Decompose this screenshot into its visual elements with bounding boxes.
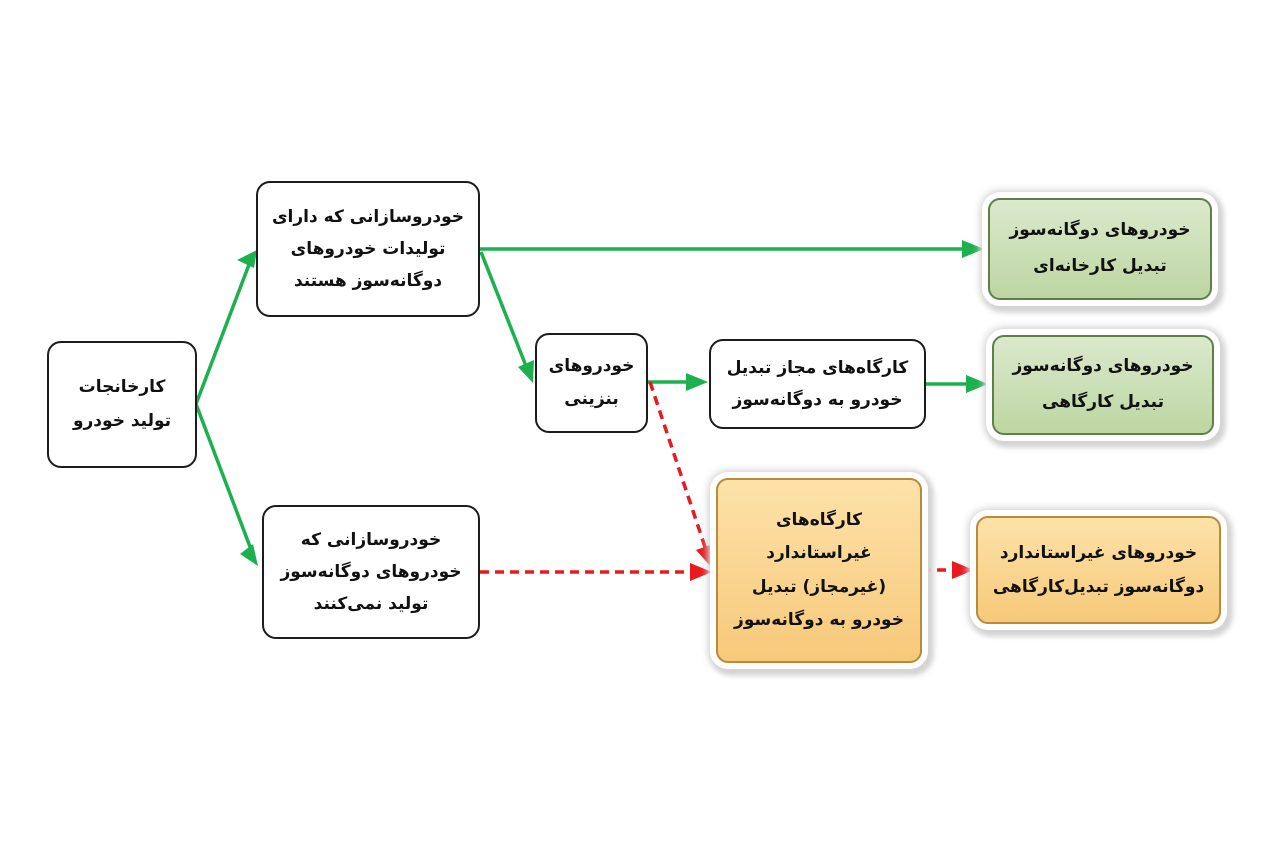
node-factories-line-1: کارخانجات xyxy=(78,377,166,398)
node-factory-converted: خودروهای دوگانه‌سوز تبدیل کارخانه‌ای xyxy=(988,198,1212,300)
node-makers-with-dual-line-2: تولیدات خودروهای xyxy=(290,238,446,259)
node-nonstandard-converted: خودروهای غیراستاندارد دوگانه‌سوز تبدیل‌ک… xyxy=(976,516,1221,624)
node-gasoline-cars: خودروهای بنزینی xyxy=(535,333,648,433)
node-makers-with-dual-line-3: دوگانه‌سوز هستند xyxy=(293,271,443,292)
node-makers-without-dual: خودروسازانی که خودروهای دوگانه‌سوز تولید… xyxy=(262,505,480,639)
arrow-makers-with-dual-to-factory-converted xyxy=(480,240,984,258)
node-makers-without-dual-line-1: خودروسازانی که xyxy=(300,529,442,550)
node-nonstandard-converted-line-2: دوگانه‌سوز تبدیل‌کارگاهی xyxy=(992,577,1205,597)
node-makers-without-dual-line-3: تولید نمی‌کنند xyxy=(313,594,429,615)
node-licensed-workshops: کارگاه‌های مجاز تبدیل خودرو به دوگانه‌سو… xyxy=(709,339,926,429)
arrow-factories-to-makers-without-dual xyxy=(194,403,258,566)
node-workshop-converted: خودروهای دوگانه‌سوز تبدیل کارگاهی xyxy=(992,335,1214,435)
node-nonstandard-converted-line-1: خودروهای غیراستاندارد xyxy=(999,543,1198,563)
node-factory-converted-line-1: خودروهای دوگانه‌سوز xyxy=(1009,220,1191,241)
node-unlicensed-workshops-line-1: کارگاه‌های xyxy=(775,510,863,531)
node-factories-line-2: تولید خودرو xyxy=(72,410,172,431)
arrow-gasoline-to-licensed-workshops xyxy=(648,373,708,391)
node-workshop-converted-line-2: تبدیل کارگاهی xyxy=(1042,392,1164,412)
node-makers-without-dual-line-2: خودروهای دوگانه‌سوز xyxy=(280,561,462,582)
node-unlicensed-workshops-line-2: غیراستاندارد xyxy=(766,543,872,564)
arrow-licensed-workshops-to-workshop-converted xyxy=(925,375,988,393)
node-unlicensed-workshops-line-3: (غیرمجاز) تبدیل xyxy=(751,576,887,597)
node-factories: کارخانجات تولید خودرو xyxy=(47,341,197,468)
arrow-gasoline-to-unlicensed-workshops xyxy=(648,381,713,568)
arrow-makers-with-dual-to-gasoline-cars xyxy=(479,251,534,383)
node-licensed-workshops-line-2: خودرو به دوگانه‌سوز xyxy=(732,390,903,410)
node-makers-with-dual-line-1: خودروسازانی که دارای xyxy=(271,206,465,227)
arrow-makers-without-dual-to-unlicensed-workshops xyxy=(480,563,712,581)
node-licensed-workshops-line-1: کارگاه‌های مجاز تبدیل xyxy=(726,357,909,378)
node-unlicensed-workshops-line-4: خودرو به دوگانه‌سوز xyxy=(734,609,904,630)
node-makers-with-dual: خودروسازانی که دارای تولیدات خودروهای دو… xyxy=(256,181,480,317)
node-gasoline-cars-line-2: بنزینی xyxy=(564,389,619,409)
arrow-factories-to-makers-with-dual xyxy=(194,250,257,405)
node-unlicensed-workshops: کارگاه‌های غیراستاندارد (غیرمجاز) تبدیل … xyxy=(716,478,922,663)
node-gasoline-cars-line-1: خودروهای xyxy=(548,355,635,376)
node-factory-converted-line-2: تبدیل کارخانه‌ای xyxy=(1033,256,1167,276)
node-workshop-converted-line-1: خودروهای دوگانه‌سوز xyxy=(1012,356,1194,377)
arrow-unlicensed-workshops-to-nonstandard-converted xyxy=(922,561,974,579)
